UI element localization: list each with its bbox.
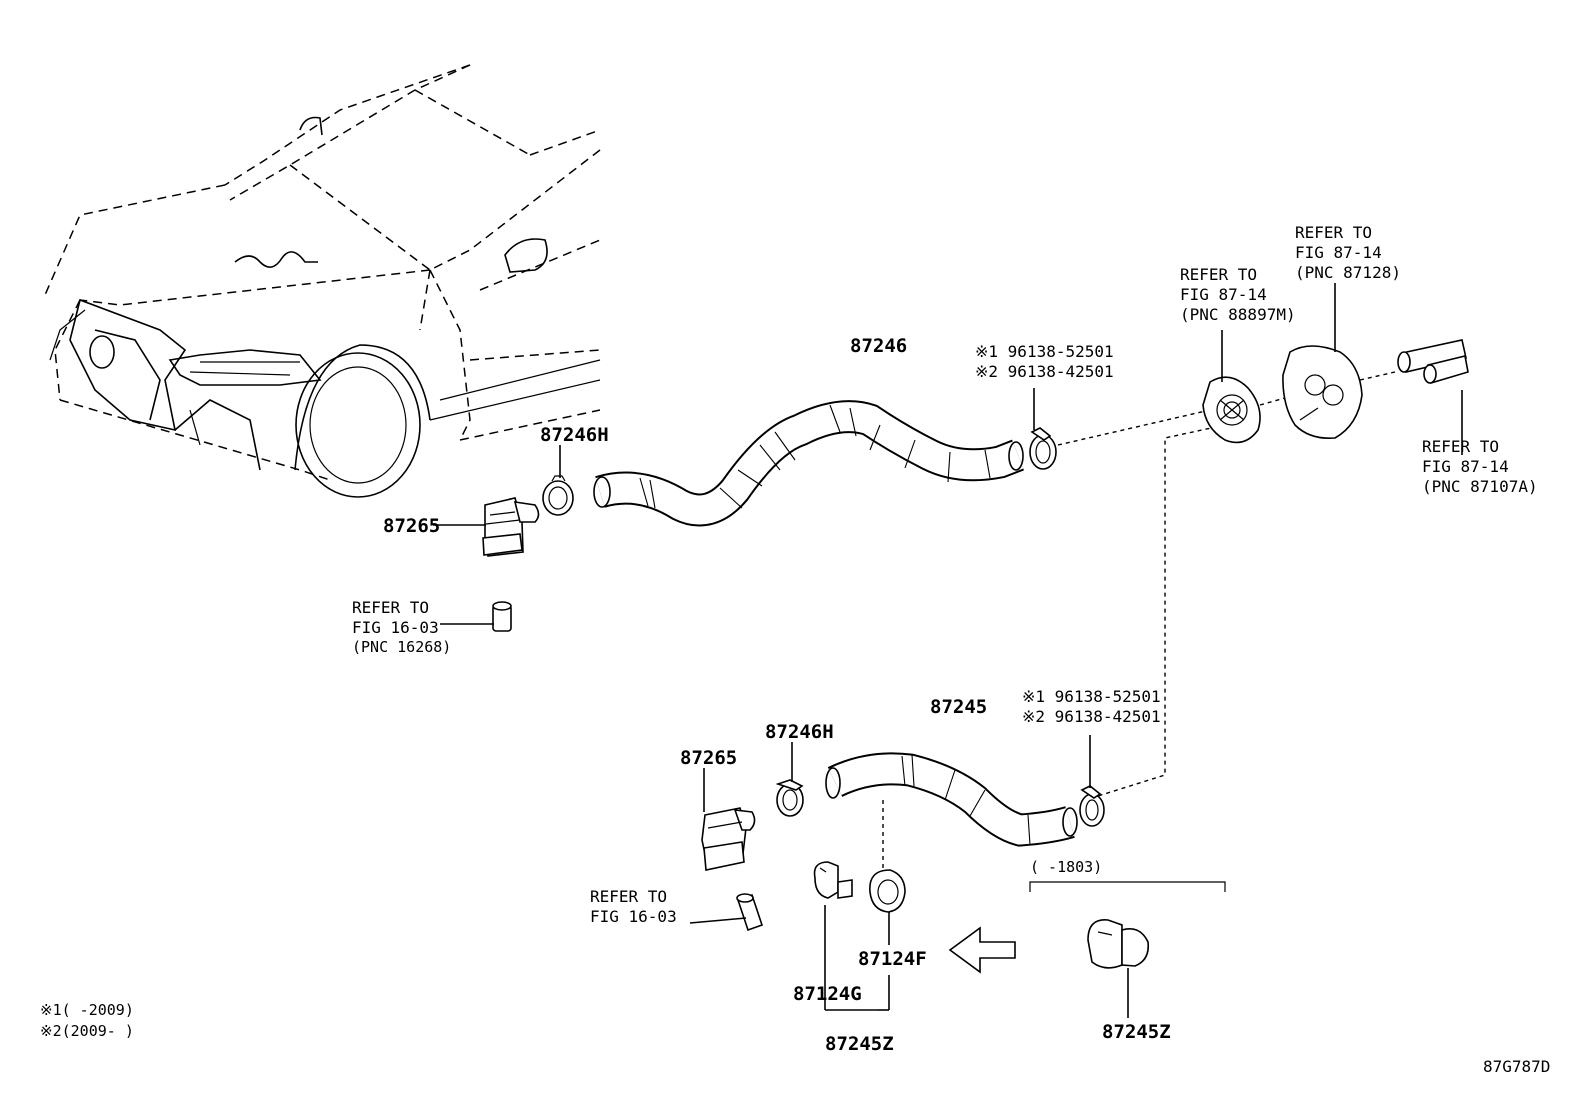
clamp-96138-lower	[1079, 735, 1105, 827]
vehicle-illustration	[44, 64, 601, 498]
label-87246: 87246	[850, 335, 907, 357]
footnote-2: ※2(2009- )	[40, 1022, 134, 1040]
ref-87107a-line3: (PNC 87107A)	[1422, 477, 1538, 496]
date-range-text: ( -1803)	[1030, 858, 1102, 876]
ref-87107a-line1: REFER TO	[1422, 437, 1499, 456]
clamp-87124f	[869, 869, 906, 1011]
pipe-16268	[440, 601, 512, 632]
hose-87246	[593, 400, 1024, 527]
ref-1603-lower-line2: FIG 16-03	[590, 907, 677, 926]
gasket-88897m	[1202, 330, 1261, 444]
ref-1603-lower-line1: REFER TO	[590, 887, 667, 906]
ref-88897m-line1: REFER TO	[1180, 265, 1257, 284]
labels: 87246 87245 87246H 87246H 87265 87265 87…	[40, 223, 1550, 1076]
clamp-note-lower-1: ※1 96138-52501	[1022, 687, 1161, 706]
flow-line-vertical	[1097, 424, 1226, 797]
clamp-note-upper-2: ※2 96138-42501	[975, 362, 1114, 381]
ref-16268-line1: REFER TO	[352, 598, 429, 617]
hose-87245	[825, 752, 1078, 847]
diagram-code: 87G787D	[1483, 1057, 1550, 1076]
pipe-16-03-lower	[689, 893, 764, 932]
flow-line-right	[1259, 397, 1286, 406]
clamp-87245z-alt	[1087, 919, 1150, 1018]
clamp-87246h-lower	[775, 742, 804, 817]
label-87245: 87245	[930, 696, 987, 718]
label-87124f: 87124F	[858, 948, 927, 970]
date-range-bracket	[1029, 881, 1226, 892]
pipes-87107a	[1397, 339, 1469, 455]
ref-87128-line1: REFER TO	[1295, 223, 1372, 242]
ref-88897m-line2: FIG 87-14	[1180, 285, 1267, 304]
clamp-96138-upper	[1029, 388, 1057, 470]
ref-87128-line2: FIG 87-14	[1295, 243, 1382, 262]
valve-87265-lower	[701, 768, 756, 871]
label-87124g: 87124G	[793, 983, 862, 1005]
ref-16268-line2: FIG 16-03	[352, 618, 439, 637]
label-87246h-upper: 87246H	[540, 424, 609, 446]
footnote-1: ※1( -2009)	[40, 1001, 134, 1019]
label-87265-lower: 87265	[680, 747, 737, 769]
ref-16268-line3: (PNC 16268)	[352, 638, 451, 656]
flow-line-right2	[1359, 371, 1396, 381]
clamp-87246h-upper	[542, 445, 574, 516]
label-87265-upper: 87265	[383, 515, 440, 537]
ref-87107a-line2: FIG 87-14	[1422, 457, 1509, 476]
clamp-87124g	[813, 861, 878, 1011]
ref-88897m-line3: (PNC 88897M)	[1180, 305, 1296, 324]
clamp-note-lower-2: ※2 96138-42501	[1022, 707, 1161, 726]
flow-line-upper	[1057, 409, 1211, 446]
direction-arrow	[948, 926, 1016, 974]
clamp-note-upper-1: ※1 96138-52501	[975, 342, 1114, 361]
label-87245z: 87245Z	[825, 1033, 894, 1055]
housing-87128	[1282, 283, 1363, 440]
valve-87265-upper	[433, 497, 540, 557]
label-87246h-lower: 87246H	[765, 721, 834, 743]
label-87245z-alt: 87245Z	[1102, 1021, 1171, 1043]
ref-87128-line3: (PNC 87128)	[1295, 263, 1401, 282]
